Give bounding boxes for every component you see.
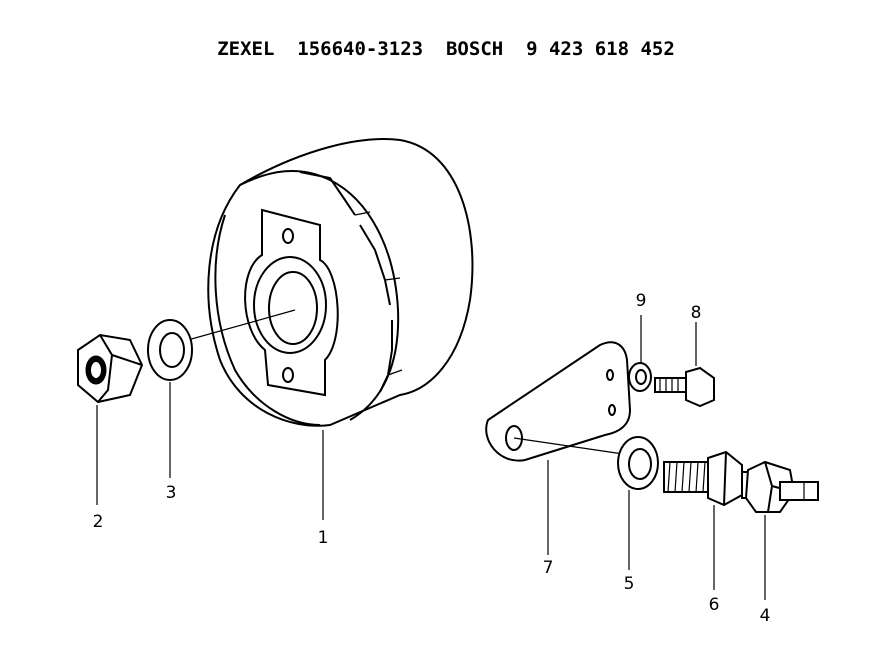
- part-7-bracket: [485, 341, 632, 555]
- part-5-washer: [617, 436, 659, 570]
- callout-4: 4: [760, 606, 771, 626]
- part-6-screw: [663, 450, 743, 590]
- callout-7: 7: [543, 558, 554, 578]
- callout-6: 6: [709, 595, 720, 615]
- callout-1: 1: [318, 528, 329, 548]
- callout-5: 5: [624, 574, 635, 594]
- callout-8: 8: [691, 303, 702, 323]
- part-1-housing: [169, 138, 474, 520]
- callout-3: 3: [166, 483, 177, 503]
- callout-2: 2: [93, 512, 104, 532]
- part-4-locknut: [741, 460, 819, 600]
- diagram-title: ZEXEL 156640-3123 BOSCH 9 423 618 452: [217, 38, 675, 60]
- part-3-washer: [147, 319, 193, 478]
- part-2-nut: [77, 333, 144, 505]
- callout-9: 9: [636, 291, 647, 311]
- part-9-small-washer: [628, 315, 652, 392]
- part-8-bolt: [654, 322, 715, 408]
